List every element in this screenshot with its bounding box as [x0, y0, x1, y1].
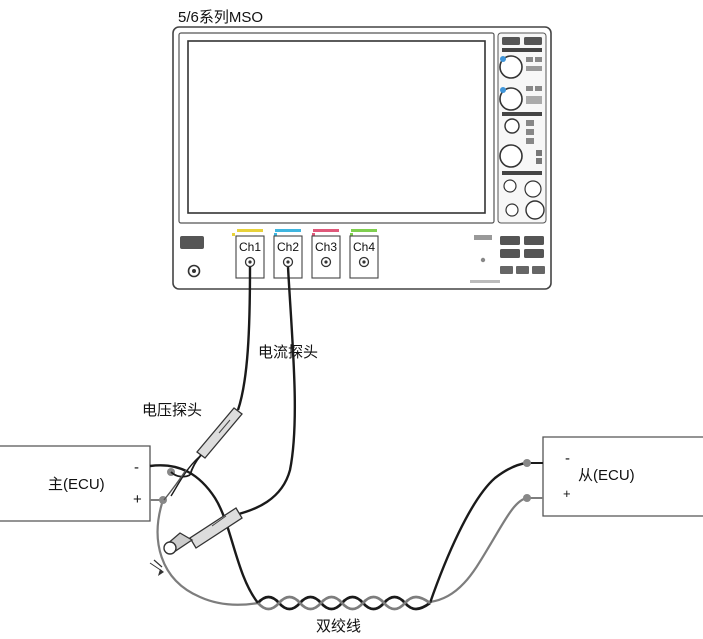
panel-button[interactable] [500, 249, 520, 258]
bottom-right-buttons [470, 235, 545, 283]
ch1-color-strip [237, 229, 263, 232]
master-ecu-label: 主(ECU) [48, 476, 105, 493]
channel-ch3[interactable]: Ch3 [311, 233, 341, 279]
current-probe-icon [149, 507, 243, 576]
front-button-icon[interactable] [180, 236, 204, 249]
control-panel [497, 32, 547, 224]
multipurpose-knob-icon[interactable] [524, 180, 542, 198]
ch1-label: Ch1 [239, 240, 261, 254]
twisted-pair-label: 双绞线 [316, 618, 361, 635]
channel-ch1[interactable]: Ch1 [232, 233, 265, 279]
plus-wire [156, 499, 259, 606]
minus-wire [149, 464, 259, 604]
vertical-knob-icon[interactable] [499, 87, 523, 111]
slave-minus-label: - [565, 450, 570, 467]
voltage-probe-icon [163, 407, 243, 501]
current-probe-cable [234, 266, 297, 517]
voltage-probe-cable [236, 266, 252, 411]
slave-ecu-label: 从(ECU) [578, 467, 635, 484]
twisted-pair [256, 595, 431, 611]
master-minus-label: - [134, 459, 139, 476]
position-knob-icon[interactable] [504, 118, 520, 134]
master-ecu-box: 主(ECU) - + [0, 445, 151, 522]
slave-minus-terminal [523, 459, 531, 467]
panel-button[interactable] [500, 236, 520, 245]
current-probe-label: 电流探头 [258, 344, 318, 361]
slave-ecu-box: 从(ECU) - + [542, 436, 703, 517]
ch2-label: Ch2 [277, 240, 299, 254]
scale-knob-icon[interactable] [499, 144, 523, 168]
horizontal-knob-icon[interactable] [499, 55, 523, 79]
trigger-knob-icon[interactable] [503, 179, 517, 193]
panel-button[interactable] [524, 236, 544, 245]
ch3-color-strip [313, 229, 339, 232]
minus-wire-slave [428, 461, 528, 604]
scope-display [187, 40, 486, 214]
panel-button[interactable] [524, 249, 544, 258]
channel-ch4[interactable]: Ch4 [349, 233, 379, 279]
scope-title: 5/6系列MSO [178, 9, 263, 26]
ch2-color-strip [275, 229, 301, 232]
slave-plus-label: + [563, 486, 571, 501]
plus-wire-slave [429, 496, 528, 604]
oscilloscope: Ch1 Ch2 Ch3 Ch4 [172, 26, 552, 290]
master-plus-label: + [133, 491, 142, 508]
ch4-color-strip [351, 229, 377, 232]
voltage-probe-label: 电压探头 [142, 402, 202, 419]
slave-plus-terminal [523, 494, 531, 502]
ch3-label: Ch3 [315, 240, 337, 254]
ch4-label: Ch4 [353, 240, 375, 254]
